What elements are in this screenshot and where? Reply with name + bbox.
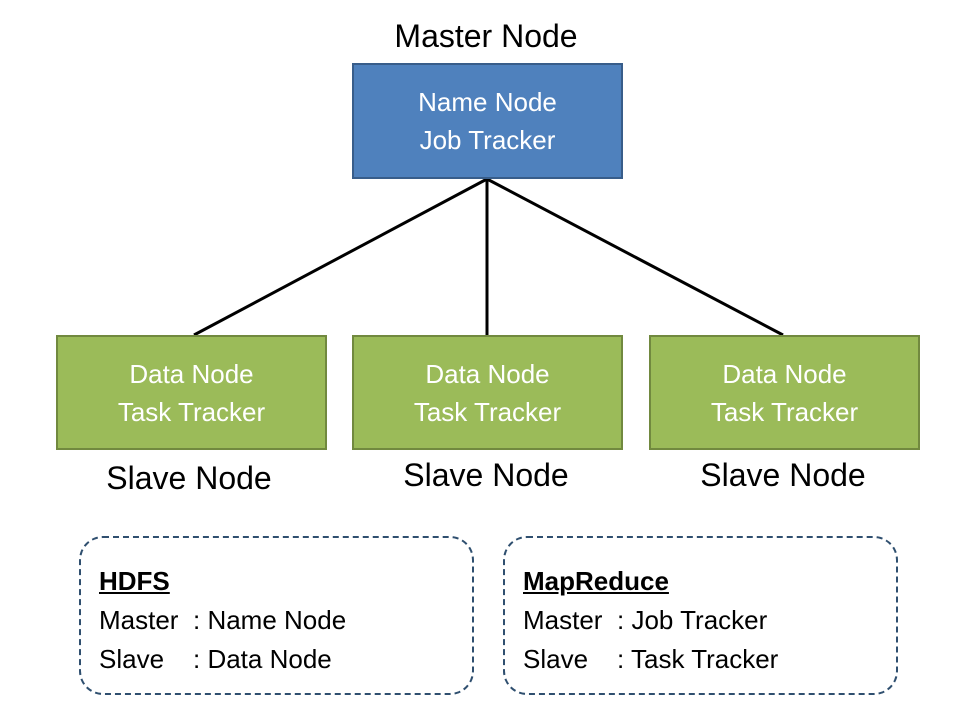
- hdfs-legend-slave-row: Slave : Data Node: [99, 640, 472, 679]
- slave-node-3-line-2: Task Tracker: [710, 396, 859, 427]
- slave-node-box-2: Data Node Task Tracker: [352, 335, 623, 450]
- slave-node-1-line-1: Data Node: [129, 358, 254, 389]
- connector-master-slave-1: [193, 177, 488, 337]
- mapreduce-legend-slave-row: Slave : Task Tracker: [523, 640, 896, 679]
- master-node-line-2: Job Tracker: [419, 125, 556, 155]
- mapreduce-legend-box: MapReduce Master : Job Tracker Slave : T…: [503, 536, 898, 695]
- mapreduce-master-value: : Job Tracker: [617, 605, 768, 635]
- hdfs-master-value: : Name Node: [193, 605, 347, 635]
- hdfs-master-role: Master: [99, 605, 179, 635]
- mapreduce-legend-title: MapReduce: [523, 566, 669, 596]
- master-node-caption: Master Node: [394, 18, 578, 54]
- connector-master-slave-3: [486, 177, 784, 337]
- slave-node-2-line-1: Data Node: [425, 358, 550, 389]
- mapreduce-slave-value: : Task Tracker: [617, 644, 779, 674]
- master-node-line-1: Name Node: [418, 87, 557, 117]
- slave-node-caption-2: Slave Node: [403, 457, 569, 493]
- slave-node-2-line-2: Task Tracker: [413, 396, 562, 427]
- mapreduce-legend-master-row: Master : Job Tracker: [523, 601, 896, 640]
- mapreduce-slave-role: Slave: [523, 644, 589, 674]
- hdfs-legend-master-row: Master : Name Node: [99, 601, 472, 640]
- slave-node-caption-1: Slave Node: [106, 460, 272, 496]
- slave-node-box-1: Data Node Task Tracker: [56, 335, 327, 450]
- slave-node-1-line-2: Task Tracker: [117, 396, 266, 427]
- master-node-box: Name Node Job Tracker: [352, 63, 623, 179]
- slave-node-caption-3: Slave Node: [700, 457, 866, 493]
- slave-node-box-3: Data Node Task Tracker: [649, 335, 920, 450]
- mapreduce-master-role: Master: [523, 605, 603, 635]
- hdfs-legend-title: HDFS: [99, 566, 170, 596]
- hdfs-slave-value: : Data Node: [193, 644, 332, 674]
- hdfs-legend-box: HDFS Master : Name Node Slave : Data Nod…: [79, 536, 474, 695]
- hdfs-slave-role: Slave: [99, 644, 165, 674]
- slave-node-3-line-1: Data Node: [722, 358, 847, 389]
